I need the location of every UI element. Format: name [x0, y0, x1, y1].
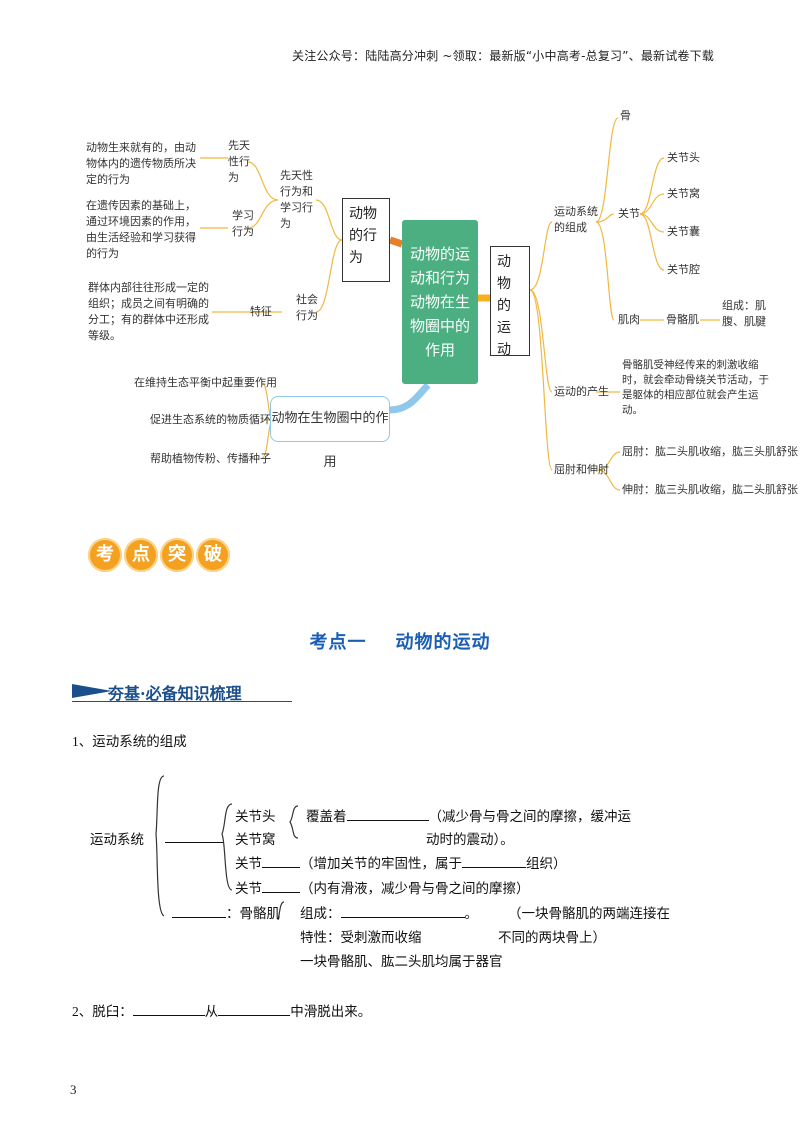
q1-muscle-row: ：骨骼肌 [172, 902, 280, 922]
q1-joint-line-1-end: 组织） [526, 856, 567, 871]
behavior-box: 动物的行为 [342, 198, 390, 282]
social-label: 社会行为 [296, 293, 318, 322]
joint-part-1: 关节头 [667, 151, 700, 164]
q1-blank-cartilage[interactable] [346, 806, 429, 821]
learned-label: 学习行为 [232, 209, 254, 238]
innate-label: 先天性行为 [228, 139, 250, 184]
kaodian-badge: 考 点 突 破 [88, 538, 230, 572]
system-label: 运动系统的组成 [554, 205, 598, 234]
page-number: 3 [70, 1082, 77, 1097]
q1-joint-1: 关节 [235, 856, 262, 871]
learned-desc: 在遗传因素的基础上，通过环境因素的作用，由生活经验和学习获得的行为 [86, 199, 196, 260]
q1-blank-tissue[interactable] [462, 853, 526, 868]
skeletal-label: 骨骼肌 [666, 313, 699, 326]
q1-title: 1、运动系统的组成 [72, 734, 187, 749]
q2-row: 2、脱臼： 从 中滑脱出来。 [72, 1000, 371, 1020]
q1-joint-line-1: （增加关节的牢固性，属于 [300, 856, 462, 871]
feature-label: 特征 [250, 305, 272, 318]
q1-covered-note-2: 动时的震动）。 [426, 832, 514, 847]
triangle-marker-icon [72, 684, 112, 698]
biosphere-item-2: 促进生态系统的物质循环 [150, 413, 271, 426]
produce-label: 运动的产生 [554, 385, 609, 398]
mindmap-connectors [200, 117, 720, 491]
q1-blank-cavity[interactable] [262, 878, 300, 893]
q1-joint-2: 关节 [235, 881, 262, 896]
q1-covered: 覆盖着 [306, 809, 347, 824]
badge-char-1: 考 [88, 538, 122, 572]
flex-ext-label: 屈肘和伸肘 [554, 463, 609, 476]
q2-suffix: 中滑脱出来。 [290, 1004, 372, 1019]
innate-learned-label: 先天性行为和学习行为 [280, 169, 313, 230]
q1-braces [155, 775, 299, 921]
q1-blank-composition[interactable] [340, 903, 465, 918]
section-title: 考点一 动物的运动 [309, 632, 491, 653]
joint-part-3: 关节囊 [667, 225, 700, 238]
ext-desc: 伸肘：肱三头肌收缩，肱二头肌舒张 [622, 483, 798, 496]
badge-char-2: 点 [124, 538, 158, 572]
flex-desc: 屈肘：肱二头肌收缩，肱三头肌舒张 [622, 445, 798, 458]
badge-char-4: 破 [196, 538, 230, 572]
q1-joint-line-2: （内有滑液，减少骨与骨之间的摩擦） [300, 881, 530, 896]
q1-composition-note-2: 不同的两块骨上） [498, 930, 606, 945]
q1-blank-capsule[interactable] [262, 853, 300, 868]
biosphere-item-1: 在维持生态平衡中起重要作用 [134, 376, 277, 389]
q1-covered-row: 覆盖着 （减少骨与骨之间的摩擦，缓冲运 [306, 805, 631, 825]
q2-mid: 从 [204, 1004, 219, 1019]
biosphere-box: 动物在生物圈中的作用 [270, 396, 390, 470]
q1-covered-note-1: （减少骨与骨之间的摩擦，缓冲运 [428, 809, 632, 824]
composition-label: 组成：肌腹、肌腱 [722, 299, 766, 328]
q2-blank-1[interactable] [132, 1001, 205, 1016]
q1-root: 运动系统 [90, 832, 144, 847]
q2-blank-2[interactable] [218, 1001, 291, 1016]
badge-char-3: 突 [160, 538, 194, 572]
q2-prefix: 2、脱臼： [72, 1004, 133, 1019]
subsection-title: 夯基·必备知识梳理 [108, 684, 242, 703]
q1-joint-row-1: 关节 （增加关节的牢固性，属于 组织） [235, 852, 567, 872]
q1-joint-row-2: 关节 （内有滑液，减少骨与骨之间的摩擦） [235, 877, 530, 897]
q1-joint-socket: 关节窝 [235, 832, 276, 847]
q1-feature: 特性：受刺激而收缩 [300, 930, 422, 945]
movement-box: 动物的运动 [490, 246, 530, 358]
muscle-label: 肌肉 [618, 313, 640, 326]
biosphere-item-3: 帮助植物传粉、传播种子 [150, 452, 271, 465]
q1-composition-row: 组成：。 [300, 902, 478, 922]
subsection-underline [72, 701, 292, 702]
q1-blank-bone[interactable] [165, 828, 223, 843]
subsection-title-bar: 夯基·必备知识梳理 [72, 680, 292, 703]
produce-desc: 骨骼肌受神经传来的刺激收缩时，就会牵动骨绕关节活动，于是躯体的相应部位就会产生运… [622, 359, 769, 416]
q1-organ: 一块骨骼肌、肱二头肌均属于器官 [300, 954, 503, 969]
q1-composition: 组成： [300, 906, 341, 921]
q1-joint-head: 关节头 [235, 809, 276, 824]
q1-blank-muscle[interactable] [172, 903, 226, 918]
joint-part-4: 关节腔 [667, 263, 700, 276]
joint-part-2: 关节窝 [667, 187, 700, 200]
bone-label: 骨 [620, 109, 631, 122]
social-desc: 群体内部往往形成一定的组织；成员之间有明确的分工；有的群体中还形成等级。 [88, 281, 209, 342]
innate-desc: 动物生来就有的，由动物体内的遗传物质所决定的行为 [86, 141, 196, 186]
header-text: 关注公众号：陆陆高分冲刺 ~领取：最新版“小中高考-总复习”、最新试卷下载 [292, 49, 715, 63]
center-topic: 动物的运动和行为动物在生物圈中的作用 [402, 220, 478, 384]
joint-label: 关节 [618, 207, 640, 220]
q1-muscle-colon: ：骨骼肌 [226, 906, 280, 921]
q1-composition-note-1: （一块骨骼肌的两端连接在 [508, 906, 670, 921]
